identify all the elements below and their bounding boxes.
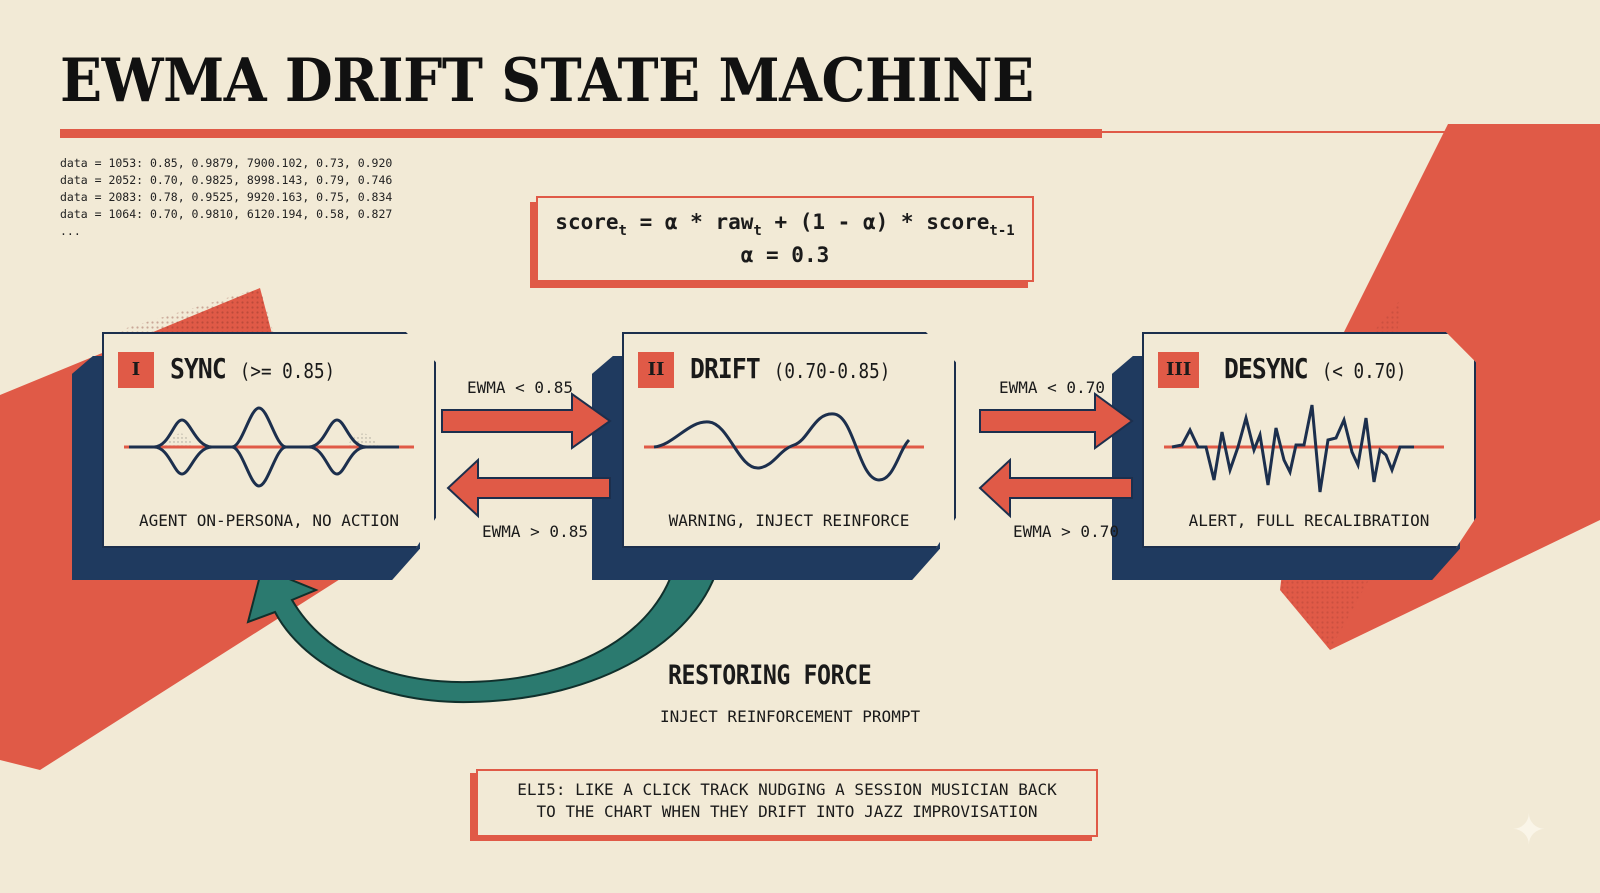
formula-previous-term: + (1 - α) * score (761, 210, 990, 234)
formula-alpha-value: α = 0.3 (740, 243, 830, 267)
ewma-formula-box: scoret = α * rawt + (1 - α) * scoret-1 α… (536, 196, 1034, 282)
formula-lhs: score (555, 210, 619, 234)
transition-label-drift-to-sync: EWMA > 0.85 (482, 522, 588, 541)
data-line: data = 2083: 0.78, 0.9525, 9920.163, 0.7… (60, 190, 393, 204)
state-name: SYNC (170, 352, 227, 385)
data-line: data = 1064: 0.70, 0.9810, 6120.194, 0.5… (60, 207, 393, 221)
state-description: ALERT, FULL RECALIBRATION (1188, 511, 1430, 530)
state-numeral-badge: II (638, 352, 674, 388)
formula-previous-subscript: t-1 (989, 223, 1015, 239)
state-title: SYNC (>= 0.85) (170, 352, 335, 385)
restoring-force-subtitle: INJECT REINFORCEMENT PROMPT (660, 707, 921, 726)
state-desync: III DESYNC (< 0.70) ALERT, FULL RECALIBR… (1112, 332, 1476, 580)
restoring-force-title: RESTORING FORCE (668, 660, 872, 691)
state-panel: III DESYNC (< 0.70) ALERT, FULL RECALIBR… (1142, 332, 1476, 548)
formula-lhs-subscript: t (618, 223, 627, 239)
state-title: DRIFT (0.70-0.85) (690, 352, 890, 385)
data-line: data = 1053: 0.85, 0.9879, 7900.102, 0.7… (60, 156, 393, 170)
state-panel: I SYNC (>= 0.85) AGENT ON-PERSONA, NO AC… (102, 332, 436, 548)
state-numeral-badge: I (118, 352, 154, 388)
state-range: (>= 0.85) (239, 359, 336, 383)
formula-alpha-raw: = α * raw (626, 210, 754, 234)
stable-oscillation-icon (124, 406, 414, 488)
data-line: data = 2052: 0.70, 0.9825, 8998.143, 0.7… (60, 173, 393, 187)
chaotic-wave-icon (1164, 404, 1444, 493)
state-range: (< 0.70) (1321, 359, 1407, 383)
state-sync: I SYNC (>= 0.85) AGENT ON-PERSONA, NO AC… (72, 332, 436, 580)
state-name: DESYNC (1224, 352, 1309, 385)
formula-equation: scoret = α * rawt + (1 - α) * scoret-1 (538, 210, 1032, 239)
state-drift: II DRIFT (0.70-0.85) WARNING, INJECT REI… (592, 332, 956, 580)
eli5-line-1: ELI5: LIKE A CLICK TRACK NUDGING A SESSI… (517, 780, 1057, 799)
state-description: WARNING, INJECT REINFORCE (668, 511, 910, 530)
formula-raw-subscript: t (753, 223, 762, 239)
eli5-line-2: TO THE CHART WHEN THEY DRIFT INTO JAZZ I… (536, 802, 1038, 821)
page-title: EWMA DRIFT STATE MACHINE (60, 46, 1034, 116)
transition-label-drift-to-desync: EWMA < 0.70 (999, 378, 1105, 397)
state-numeral-badge: III (1158, 352, 1200, 388)
data-ellipsis: ... (60, 224, 81, 238)
transition-label-sync-to-drift: EWMA < 0.85 (467, 378, 573, 397)
eli5-callout: ELI5: LIKE A CLICK TRACK NUDGING A SESSI… (476, 769, 1098, 837)
state-description: AGENT ON-PERSONA, NO ACTION (138, 511, 400, 530)
restoring-force-arrow (246, 559, 722, 704)
drifting-wave-icon (644, 412, 924, 482)
sparkle-icon: ✦ (1512, 793, 1546, 858)
state-name: DRIFT (690, 352, 761, 385)
transition-label-desync-to-drift: EWMA > 0.70 (1013, 522, 1119, 541)
state-title: DESYNC (< 0.70) (1224, 352, 1406, 385)
state-range: (0.70-0.85) (773, 359, 891, 383)
title-underline (60, 129, 1102, 138)
sample-data-block: data = 1053: 0.85, 0.9879, 7900.102, 0.7… (60, 155, 392, 240)
state-panel: II DRIFT (0.70-0.85) WARNING, INJECT REI… (622, 332, 956, 548)
